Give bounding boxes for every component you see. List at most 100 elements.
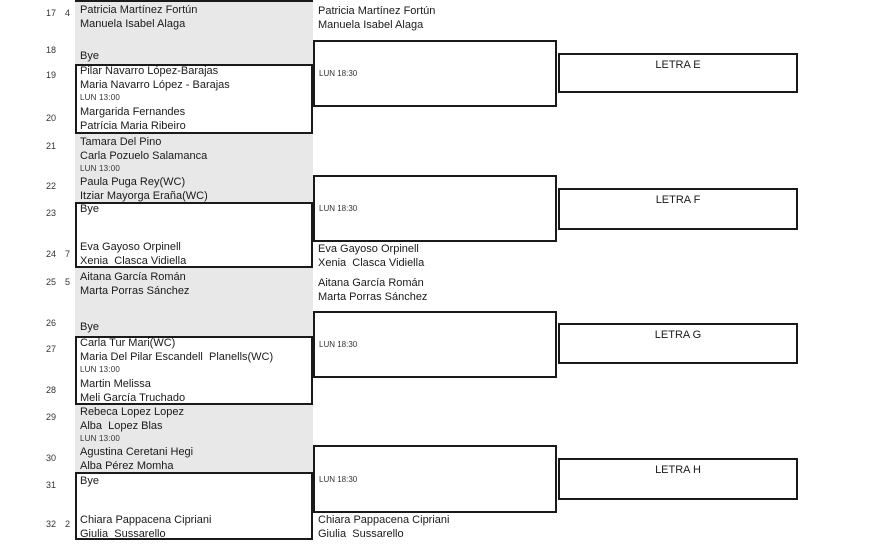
match-box-27-28: [75, 336, 313, 405]
match-time: LUN 13:00: [80, 164, 121, 173]
player-name: Maria Del Pilar Escandell Planells(WC): [80, 350, 274, 363]
player-name: Tamara Del Pino: [80, 136, 162, 148]
player-name: Aitana García Román: [80, 271, 186, 283]
player-name: Eva Gayoso Orpinell: [318, 243, 419, 255]
seed-number: 5: [65, 277, 71, 287]
player-name: Xenia Clasca Vidiella: [80, 254, 187, 267]
match-time: LUN 18:30: [319, 69, 358, 78]
advancer-pair-1: Patricia Martínez Fortún Manuela Isabel …: [318, 5, 435, 32]
position-number: 25: [45, 277, 56, 287]
player-name: Manuela Isabel Alaga: [318, 18, 424, 31]
entry-25: Aitana García Román Marta Porras Sánchez: [80, 271, 189, 298]
player-name: Xenia Clasca Vidiella: [318, 256, 425, 269]
position-number: 20: [45, 113, 56, 123]
player-name: Manuela Isabel Alaga: [80, 17, 186, 30]
player-name: Patricia Martínez Fortún: [318, 5, 436, 17]
bye-label: Bye: [80, 475, 99, 487]
player-name: Patrícia Maria Ribeiro: [80, 119, 186, 132]
final-box-letra-h: LETRA H: [558, 458, 798, 500]
entry-32: Chiara Pappacena Cipriani Giulia Sussare…: [80, 514, 211, 541]
position-number: 29: [45, 412, 56, 422]
position-number: 17: [45, 8, 56, 18]
player-name: Margarida Fernandes: [80, 106, 186, 118]
player-name: Paula Puga Rey(WC): [80, 176, 186, 188]
player-name: Meli García Truchado: [80, 391, 186, 404]
entry-24: Eva Gayoso Orpinell Xenia Clasca Vidiell…: [80, 241, 186, 268]
round2-match-box-2: LUN 18:30: [313, 175, 557, 242]
entry-23: Bye: [80, 203, 99, 217]
final-box-letra-g: LETRA G: [558, 323, 798, 364]
final-box-letra-f: LETRA F: [558, 188, 798, 230]
position-number: 26: [45, 318, 56, 328]
position-number: 28: [45, 385, 56, 395]
match-time: LUN 18:30: [319, 204, 358, 213]
bye-label: Bye: [80, 321, 99, 333]
final-box-letra-e: LETRA E: [558, 53, 798, 93]
match-time: LUN 13:00: [80, 93, 121, 102]
final-label: LETRA E: [655, 59, 701, 71]
player-name: Rebeca Lopez Lopez: [80, 406, 184, 418]
player-name: Eva Gayoso Orpinell: [80, 241, 181, 253]
player-name: Martin Melissa: [80, 378, 151, 390]
round2-match-box-4: LUN 18:30: [313, 445, 557, 513]
player-name: Agustina Ceretani Hegi: [80, 446, 194, 458]
player-name: Chiara Pappacena Cipriani: [318, 514, 450, 526]
entry-29: Rebeca Lopez Lopez Alba Lopez Blas: [80, 406, 184, 433]
entry-17: Patricia Martínez Fortún Manuela Isabel …: [80, 4, 197, 31]
round2-match-box-1: LUN 18:30: [313, 40, 557, 107]
player-name: Carla Pozuelo Salamanca: [80, 149, 208, 162]
match-time: LUN 18:30: [319, 474, 358, 484]
position-number: 32: [45, 519, 56, 529]
player-name: Chiara Pappacena Cipriani: [80, 514, 212, 526]
seed-number: 4: [65, 8, 71, 18]
player-name: Carla Tur Mari(WC): [80, 337, 176, 349]
match-time: LUN 18:30: [319, 340, 358, 349]
player-name: Itziar Mayorga Eraña(WC): [80, 189, 208, 202]
advancer-pair-2: Eva Gayoso Orpinell Xenia Clasca Vidiell…: [318, 243, 424, 270]
player-name: Marta Porras Sánchez: [318, 290, 428, 303]
position-number: 19: [45, 70, 56, 80]
player-name: Alba Pérez Momha: [80, 459, 174, 472]
entry-27: Carla Tur Mari(WC) Maria Del Pilar Escan…: [80, 337, 273, 364]
final-label: LETRA F: [655, 194, 701, 206]
entry-19: Pilar Navarro López-Barajas Maria Navarr…: [80, 65, 230, 92]
match-time: LUN 13:00: [80, 365, 121, 374]
match-box-23-24: [75, 202, 313, 268]
player-name: Giulia Sussarello: [80, 527, 166, 540]
advancer-pair-4: Chiara Pappacena Cipriani Giulia Sussare…: [318, 514, 449, 541]
advancer-pair-3: Aitana García Román Marta Porras Sánchez: [318, 277, 427, 304]
player-name: Giulia Sussarello: [318, 527, 404, 540]
position-number: 31: [45, 480, 56, 490]
final-label: LETRA G: [654, 329, 702, 341]
bye-label: Bye: [80, 203, 99, 215]
bye-label: Bye: [80, 50, 99, 62]
position-number: 21: [45, 141, 56, 151]
entry-26: Bye: [80, 321, 99, 335]
match-time: LUN 13:00: [80, 434, 121, 443]
seed-number: 7: [65, 249, 71, 259]
entry-31: Bye: [80, 475, 99, 489]
entry-18: Bye: [80, 50, 99, 64]
match-box-19-20: [75, 64, 313, 134]
player-name: Aitana García Román: [318, 277, 424, 289]
player-name: Maria Navarro López - Barajas: [80, 78, 230, 91]
round2-match-box-3: LUN 18:30: [313, 311, 557, 378]
entry-21: Tamara Del Pino Carla Pozuelo Salamanca: [80, 136, 207, 163]
entry-22: Paula Puga Rey(WC) Itziar Mayorga Eraña(…: [80, 176, 208, 203]
entry-30: Agustina Ceretani Hegi Alba Pérez Momha: [80, 446, 193, 473]
player-name: Pilar Navarro López-Barajas: [80, 65, 219, 77]
match-box-31-32: [75, 472, 313, 540]
seed-number: 2: [65, 519, 71, 529]
position-number: 22: [45, 181, 56, 191]
entry-20: Margarida Fernandes Patrícia Maria Ribei…: [80, 106, 186, 133]
position-number: 27: [45, 344, 56, 354]
final-label: LETRA H: [655, 464, 701, 476]
position-number: 18: [45, 45, 56, 55]
player-name: Alba Lopez Blas: [80, 419, 163, 432]
position-number: 24: [45, 249, 56, 259]
position-number: 23: [45, 208, 56, 218]
section-divider-line: [75, 0, 313, 2]
position-number: 30: [45, 453, 56, 463]
entry-28: Martin Melissa Meli García Truchado: [80, 378, 185, 405]
